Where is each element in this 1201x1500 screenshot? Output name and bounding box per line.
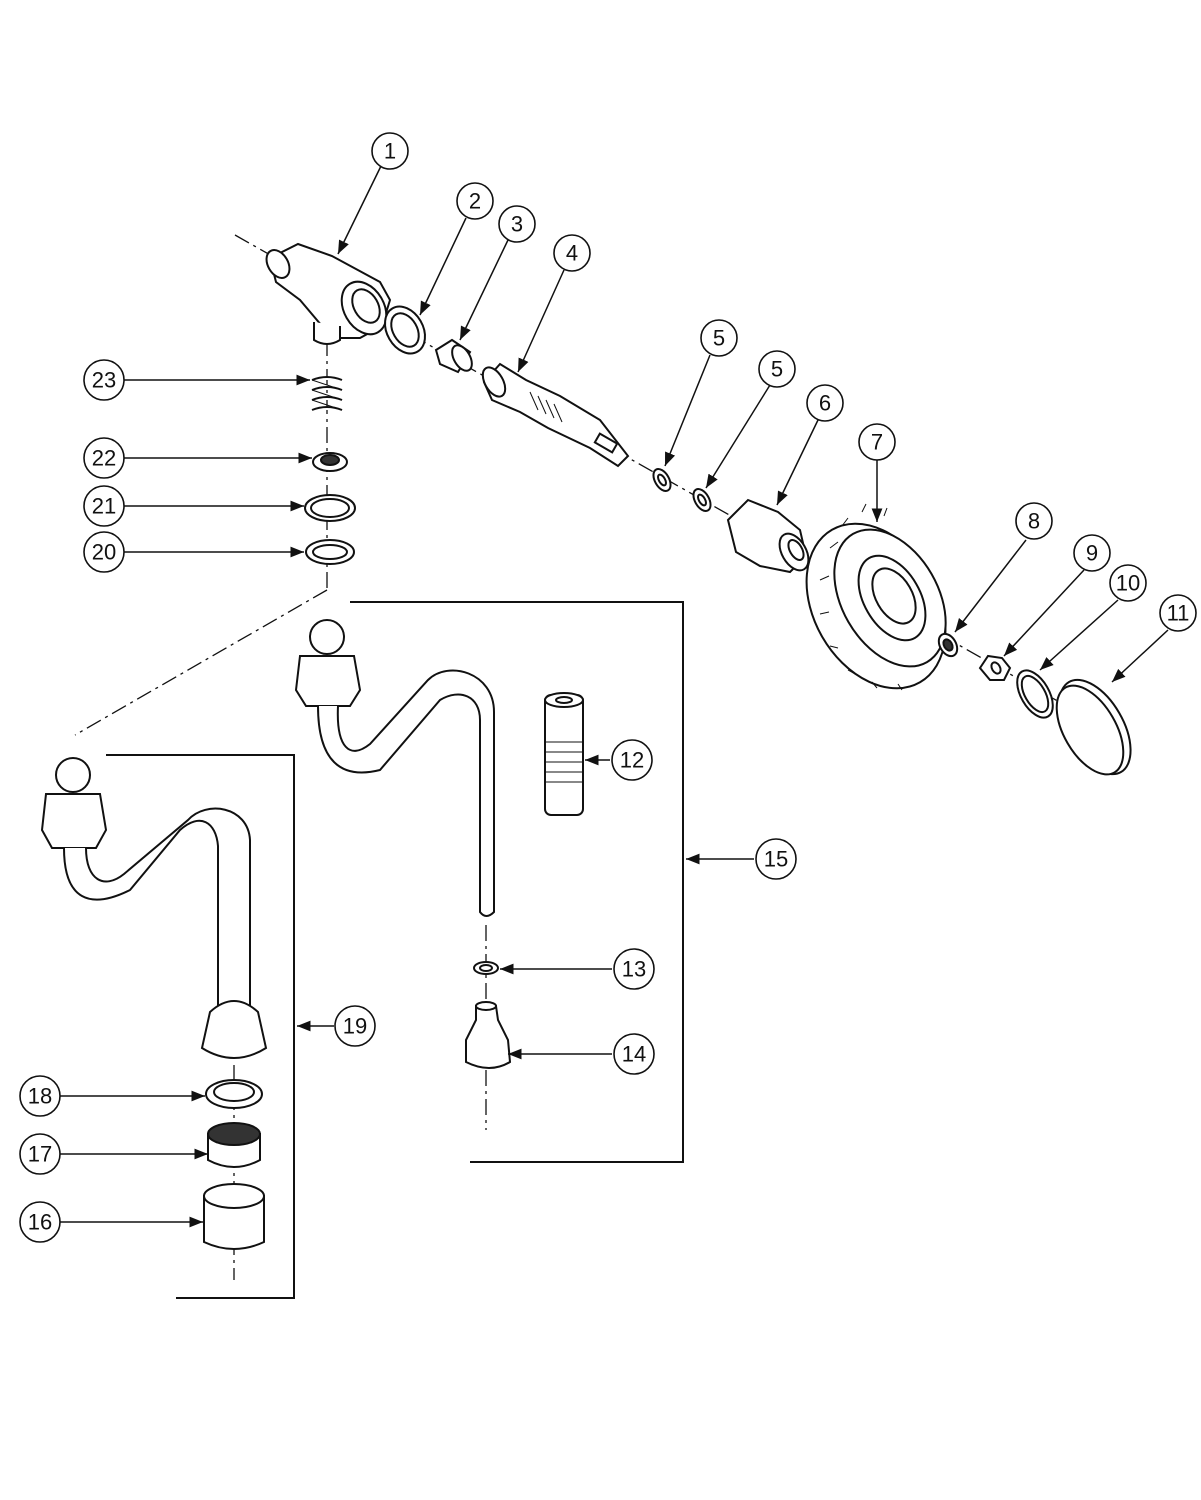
valve-stem-part [481, 362, 630, 468]
callout-23-label: 23 [92, 368, 116, 393]
callout-10-label: 10 [1116, 571, 1140, 596]
leader-lines [60, 165, 1169, 1228]
callout-15: 15 [755, 838, 797, 880]
callout-19: 19 [334, 1005, 376, 1047]
callout-7: 7 [858, 423, 896, 461]
callout-12-label: 12 [620, 748, 644, 773]
callout-1: 1 [371, 132, 409, 170]
callout-5a: 5 [700, 319, 738, 357]
callout-13: 13 [613, 948, 655, 990]
ring-part [305, 539, 355, 565]
callout-22: 22 [83, 437, 125, 479]
callout-17: 17 [19, 1133, 61, 1175]
valve-body-part [265, 242, 392, 345]
callout-18: 18 [19, 1075, 61, 1117]
callout-15-label: 15 [764, 847, 788, 872]
callout-3-label: 3 [511, 212, 523, 237]
washer-part [205, 1079, 263, 1109]
callout-1-label: 1 [384, 139, 396, 164]
callout-8: 8 [1015, 502, 1053, 540]
cap-part [1055, 678, 1132, 776]
callout-13-label: 13 [622, 957, 646, 982]
handle-knob-part [805, 503, 947, 691]
callout-8-label: 8 [1028, 509, 1040, 534]
callout-17-label: 17 [28, 1142, 52, 1167]
o-ring-part [652, 468, 672, 492]
gasket-part [1016, 669, 1054, 719]
callout-5b-label: 5 [771, 357, 783, 382]
hot-water-pipe-assembly-part [40, 757, 268, 1059]
callout-14-label: 14 [622, 1042, 646, 1067]
callout-23: 23 [83, 359, 125, 401]
callout-7-label: 7 [871, 430, 883, 455]
callout-11-label: 11 [1167, 601, 1190, 626]
callout-9-label: 9 [1086, 541, 1098, 566]
callout-16: 16 [19, 1201, 61, 1243]
callout-4-label: 4 [566, 241, 578, 266]
nozzle-part [465, 1001, 512, 1069]
callout-4: 4 [553, 234, 591, 272]
callout-18-label: 18 [28, 1084, 52, 1109]
callout-3: 3 [498, 205, 536, 243]
callout-21: 21 [83, 485, 125, 527]
callout-16-label: 16 [28, 1210, 52, 1235]
callout-20-label: 20 [92, 540, 116, 565]
small-o-ring-part [473, 961, 499, 975]
o-ring-part [692, 488, 712, 512]
callout-19-label: 19 [343, 1014, 367, 1039]
valve-seat-part [312, 452, 348, 472]
callout-14: 14 [613, 1033, 655, 1075]
callout-2: 2 [456, 182, 494, 220]
hex-nut-part [978, 654, 1012, 681]
bracket-15 [350, 601, 684, 1163]
callout-5b: 5 [758, 350, 796, 388]
spring-part [311, 376, 343, 411]
bushing-part [434, 338, 473, 374]
callout-5a-label: 5 [713, 326, 725, 351]
callout-22-label: 22 [92, 446, 116, 471]
callout-6: 6 [806, 384, 844, 422]
washer-part [937, 632, 959, 658]
callout-21-label: 21 [92, 494, 116, 519]
callout-12: 12 [611, 739, 653, 781]
callout-11: 11 [1159, 594, 1197, 632]
callout-20: 20 [83, 531, 125, 573]
ring-part [304, 494, 356, 522]
callout-9: 9 [1073, 534, 1111, 572]
steam-pipe-assembly-part [294, 619, 495, 917]
aerator-housing-part [203, 1183, 265, 1250]
bonnet-nut-part [726, 498, 810, 574]
aerator-screen-part [207, 1122, 261, 1168]
seal-ring-part [384, 305, 426, 355]
bracket-19 [106, 754, 295, 1299]
callout-6-label: 6 [819, 391, 831, 416]
sleeve-part [544, 692, 584, 816]
callout-10: 10 [1109, 564, 1147, 602]
callout-2-label: 2 [469, 189, 481, 214]
